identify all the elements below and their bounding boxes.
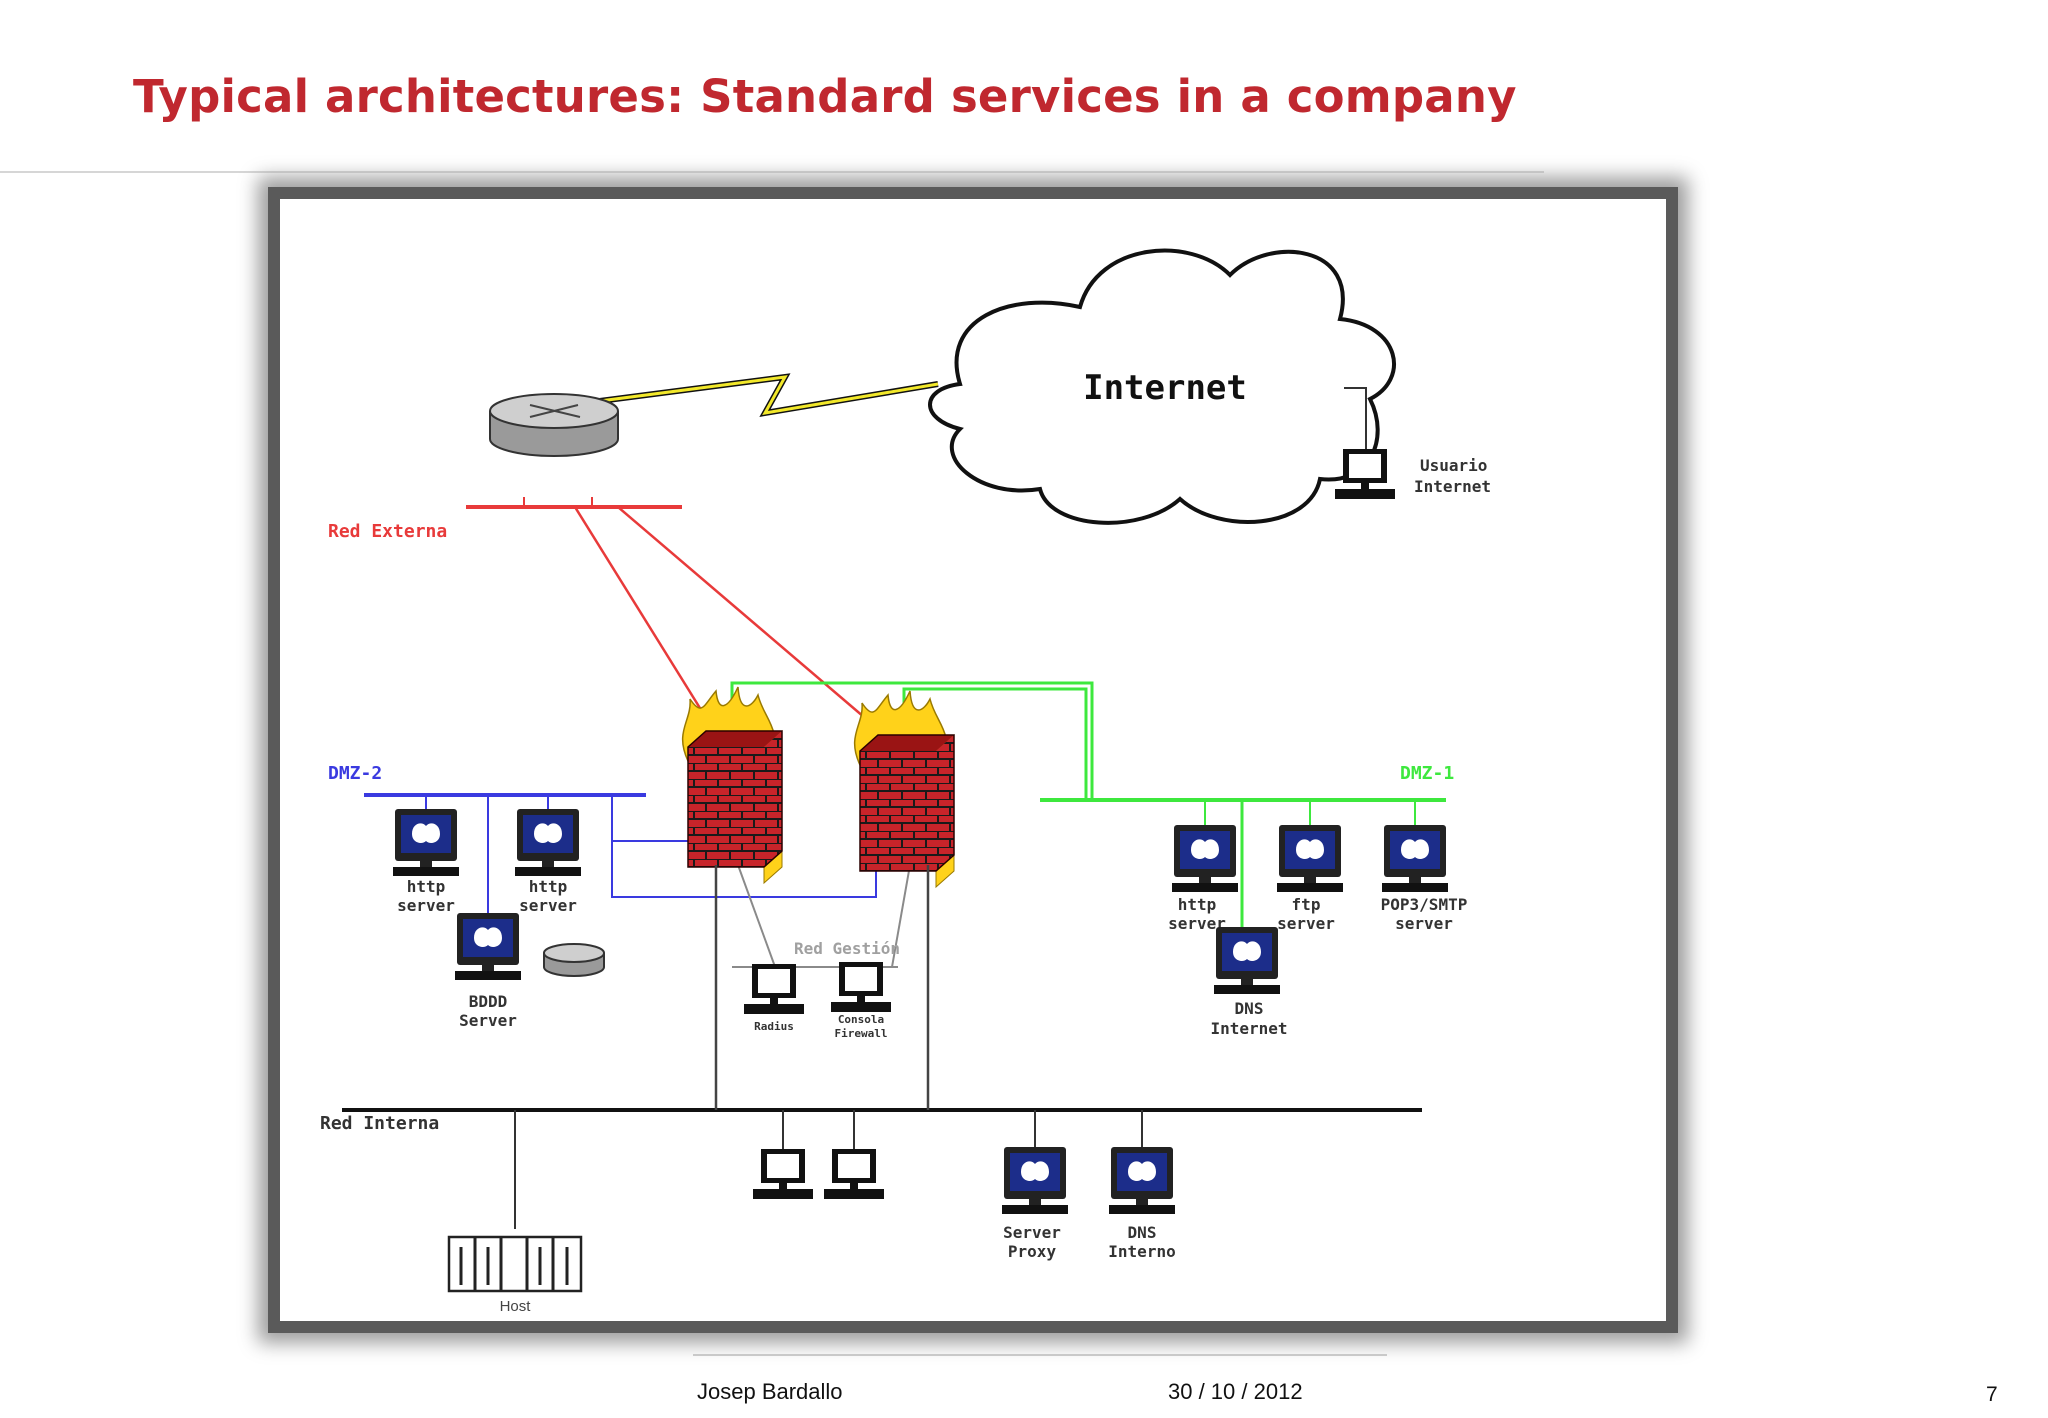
dns-internet-server-icon xyxy=(1214,927,1280,994)
red-gestion-label: Red Gestión xyxy=(794,939,900,958)
dns-interno-label-1: DNS xyxy=(1128,1223,1157,1242)
usuario-label-1: Usuario xyxy=(1420,456,1487,475)
pop3-smtp-server-label-2: server xyxy=(1395,914,1453,933)
internet-cloud: Internet xyxy=(928,248,1396,525)
title-divider xyxy=(0,171,1544,173)
radius-computer-icon xyxy=(744,964,804,1014)
dns-internet-label-1: DNS xyxy=(1235,999,1264,1018)
red-externa-link-fw1 xyxy=(573,506,710,722)
wan-link-icon xyxy=(537,375,939,415)
red-interna-label: Red Interna xyxy=(320,1113,439,1134)
server-proxy-label-2: Proxy xyxy=(1008,1242,1057,1261)
gestion-link-fw1 xyxy=(737,864,779,976)
dmz1-label: DMZ-1 xyxy=(1400,763,1454,784)
dmz2-label: DMZ-2 xyxy=(328,763,382,784)
http-server-dmz2-1-icon xyxy=(393,809,459,876)
red-externa-label: Red Externa xyxy=(328,521,447,542)
internal-workstation-2-icon xyxy=(824,1149,884,1199)
red-externa-link-fw2 xyxy=(617,506,879,730)
network-diagram: Internet Usuario Internet Red Externa xyxy=(280,199,1666,1321)
server-proxy-label-1: Server xyxy=(1003,1223,1061,1242)
pop3-smtp-server-icon xyxy=(1382,825,1448,892)
host-label: Host xyxy=(500,1298,532,1315)
internal-workstation-1-icon xyxy=(753,1149,813,1199)
http-server-dmz2-1-label-2: server xyxy=(397,896,455,915)
http-server-dmz2-2-label-2: server xyxy=(519,896,577,915)
ftp-server-label-2: server xyxy=(1277,914,1335,933)
dns-interno-server-icon xyxy=(1109,1147,1175,1214)
ftp-server-icon xyxy=(1277,825,1343,892)
server-proxy-icon xyxy=(1002,1147,1068,1214)
dns-interno-label-2: Interno xyxy=(1108,1242,1175,1261)
router-icon xyxy=(489,393,619,457)
firewall-2-icon xyxy=(853,690,955,888)
http-server-dmz1-label-2: server xyxy=(1168,914,1226,933)
footer-date: 30 / 10 / 2012 xyxy=(1168,1379,1303,1404)
usuario-internet-computer-icon xyxy=(1335,449,1395,499)
consola-firewall-computer-icon xyxy=(831,962,891,1012)
http-server-dmz1-label-1: http xyxy=(1178,895,1217,914)
usuario-link xyxy=(1344,387,1367,449)
database-disk-icon xyxy=(543,943,605,977)
bddd-server-label-1: BDDD xyxy=(469,992,508,1011)
http-server-dmz2-2-label-1: http xyxy=(529,877,568,896)
page-number: 7 xyxy=(1986,1383,1998,1406)
pop3-smtp-server-label-1: POP3/SMTP xyxy=(1381,895,1468,914)
http-server-dmz2-1-label-1: http xyxy=(407,877,446,896)
slide-title: Typical architectures: Standard services… xyxy=(133,70,1517,123)
host-mainframe-icon xyxy=(447,1235,583,1293)
dns-internet-label-2: Internet xyxy=(1210,1019,1287,1038)
internet-label: Internet xyxy=(1083,368,1247,408)
consola-label-1: Consola xyxy=(838,1013,884,1026)
footer-divider xyxy=(693,1354,1387,1356)
gestion-link-fw2 xyxy=(891,864,911,968)
firewall-1-icon xyxy=(681,686,783,884)
radius-label: Radius xyxy=(754,1020,794,1033)
usuario-label-2: Internet xyxy=(1414,477,1491,496)
bddd-server-icon xyxy=(455,913,521,980)
footer-author: Josep Bardallo xyxy=(697,1379,843,1404)
consola-label-2: Firewall xyxy=(835,1027,888,1040)
http-server-dmz2-2-icon xyxy=(515,809,581,876)
bddd-server-label-2: Server xyxy=(459,1011,517,1030)
http-server-dmz1-icon xyxy=(1172,825,1238,892)
ftp-server-label-1: ftp xyxy=(1292,895,1321,914)
